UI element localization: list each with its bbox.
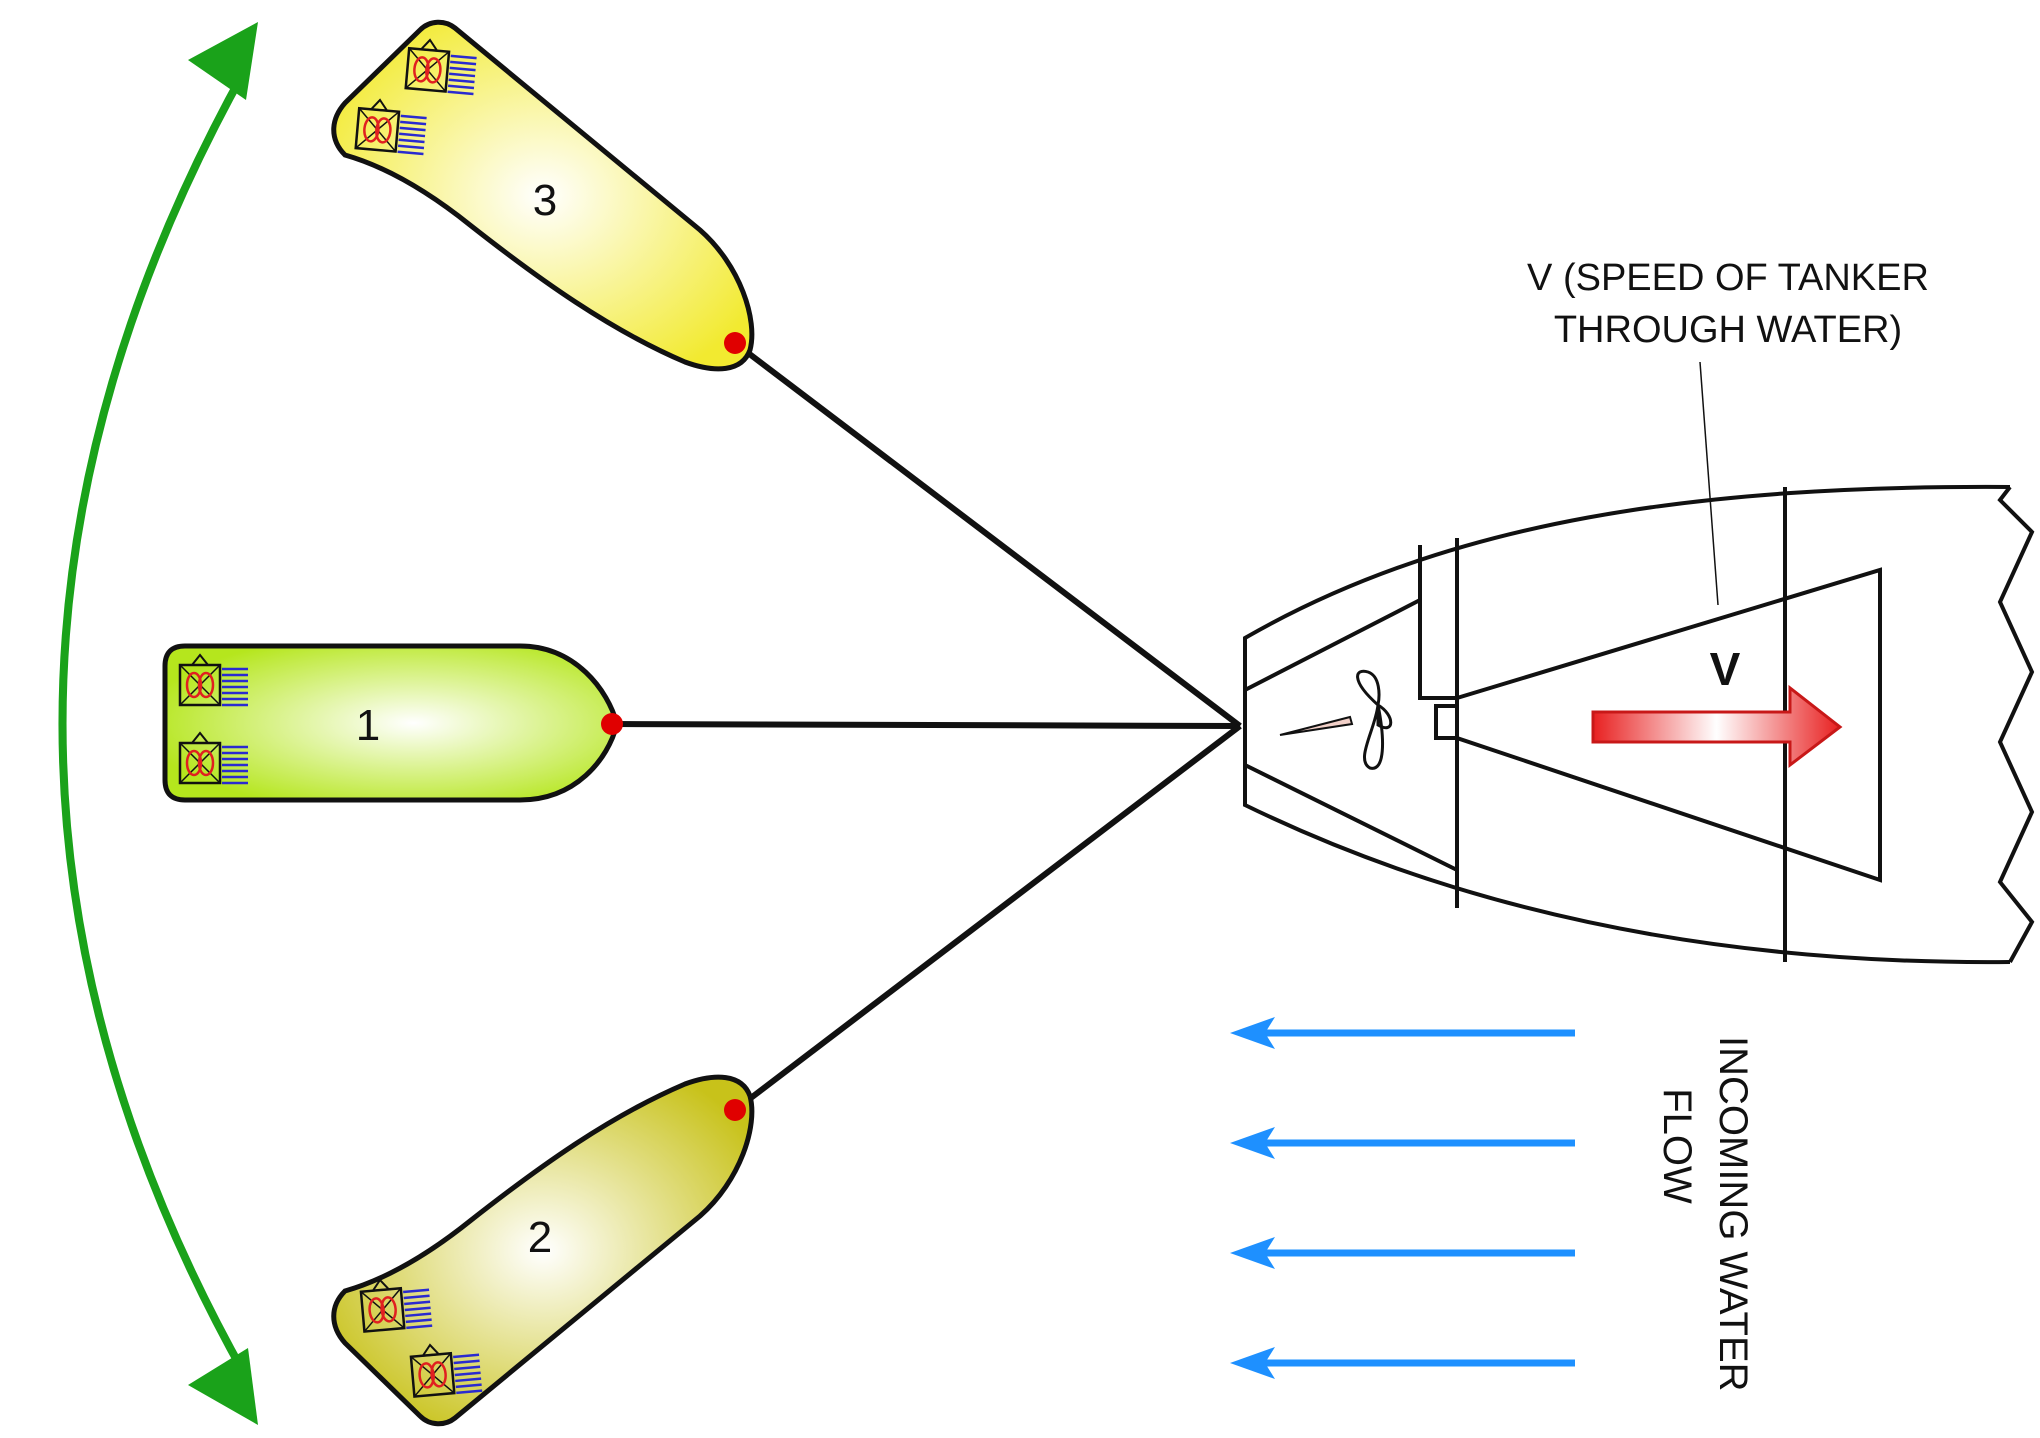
- tug-1-hull: [162, 643, 620, 803]
- tug-1: 1: [162, 643, 623, 803]
- tug-2-hull: [331, 1074, 755, 1427]
- flow-arrow-head: [1230, 1347, 1275, 1379]
- swing-arc-arrowhead-bottom: [188, 1348, 258, 1425]
- tug-2-number: 2: [528, 1213, 552, 1262]
- flow-label-line1: INCOMING WATER: [1711, 1036, 1755, 1392]
- towline-tug-3: [733, 340, 1242, 729]
- tanker-hull: [1243, 484, 2011, 965]
- tug-3: 3: [331, 19, 755, 372]
- tug-2-towpoint: [724, 1099, 746, 1121]
- speed-label-line2: THROUGH WATER): [1554, 309, 1902, 351]
- tanker-cut-edge: [1997, 485, 2035, 963]
- tug-1-number: 1: [356, 701, 380, 750]
- tanker-stern: [1243, 484, 2035, 965]
- tug-3-hull: [331, 19, 755, 372]
- rudder-icon: [1279, 715, 1354, 736]
- speed-arrow: [1591, 684, 1843, 769]
- flow-arrow-head: [1230, 1127, 1275, 1159]
- water-flow-arrows: [1230, 1017, 1575, 1379]
- tug-3-number: 3: [533, 176, 557, 225]
- tug-3-towpoint: [724, 332, 746, 354]
- propeller-icon: [1356, 669, 1393, 770]
- swing-arc: [58, 68, 249, 1377]
- speed-label-line1: V (SPEED OF TANKER: [1527, 257, 1929, 299]
- flow-label-line2: FLOW: [1655, 1088, 1699, 1204]
- towline-tug-1: [614, 721, 1241, 729]
- tanker-skeg: [1455, 567, 1882, 883]
- tug-1-towpoint: [601, 713, 623, 735]
- tug-2: 2: [331, 1074, 755, 1427]
- speed-label-leader: [1699, 361, 1719, 606]
- speed-symbol: V: [1710, 643, 1741, 695]
- flow-arrow-head: [1230, 1237, 1275, 1269]
- swing-arc-arrowhead-top: [188, 22, 258, 100]
- towline-tug-2: [733, 723, 1242, 1113]
- flow-arrow-head: [1230, 1017, 1275, 1049]
